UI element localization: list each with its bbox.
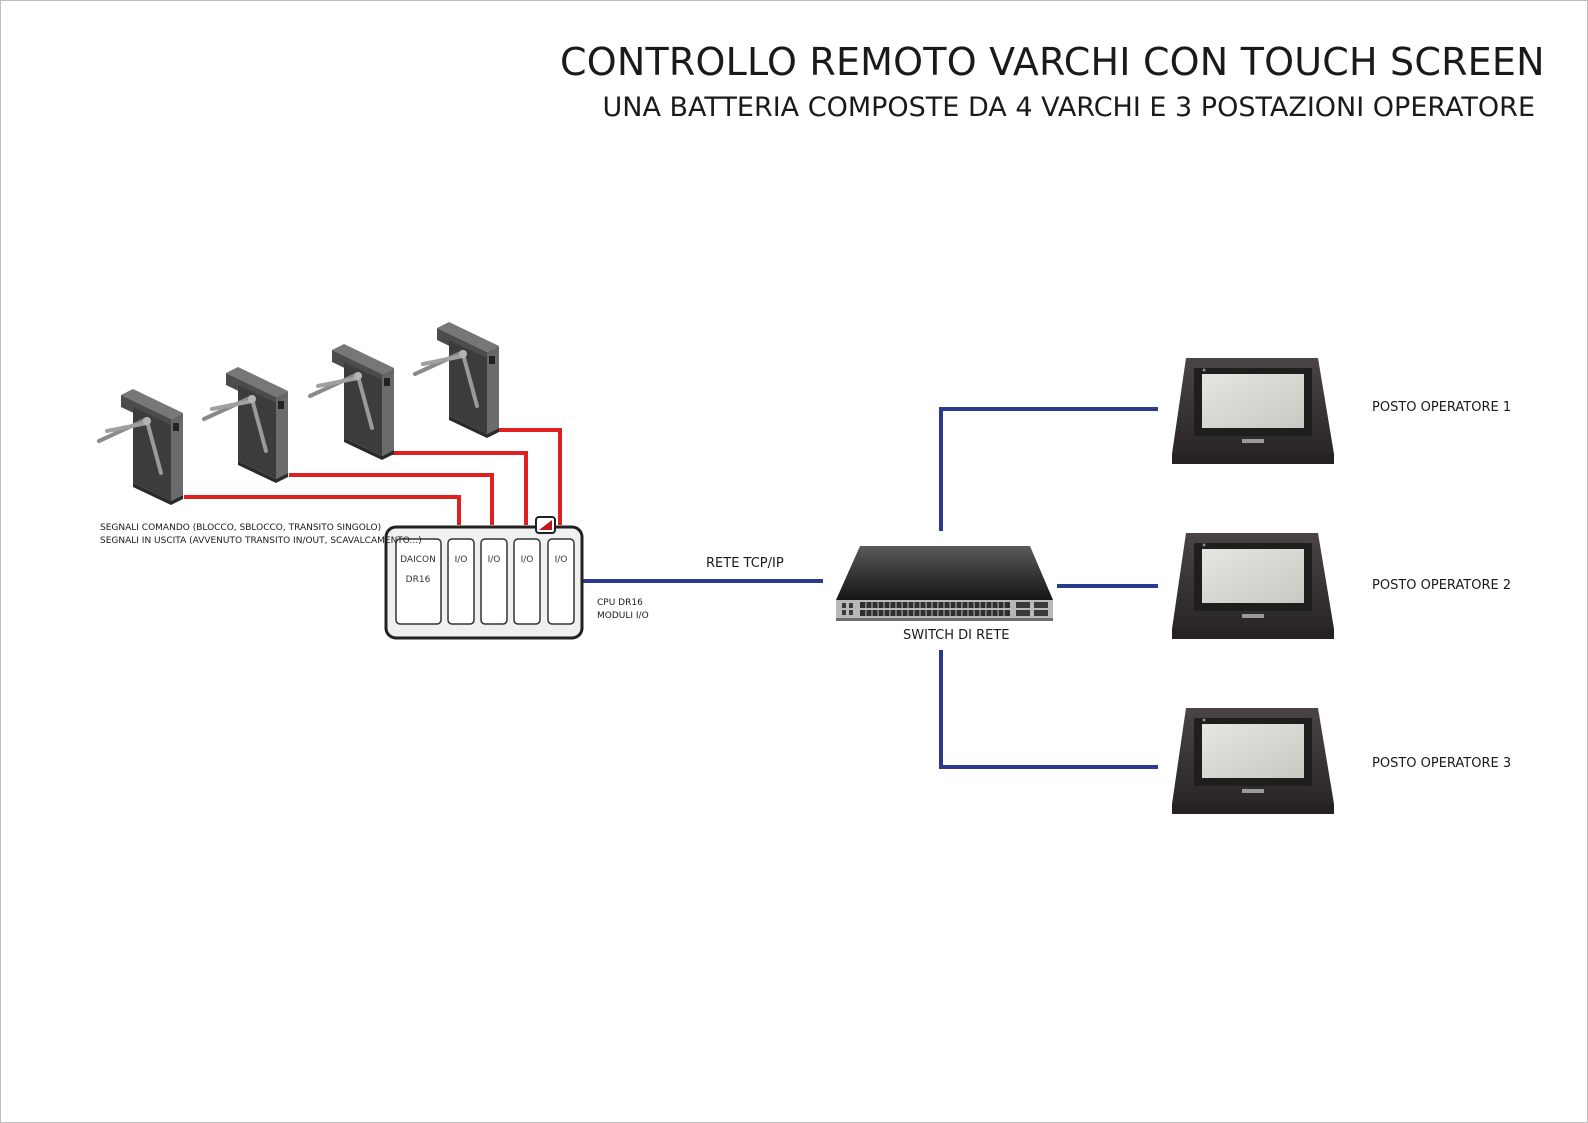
cpu-module [395, 538, 442, 625]
network-wires [582, 407, 1158, 769]
signals-caption-1: SEGNALI COMANDO (BLOCCO, SBLOCCO, TRANSI… [100, 523, 382, 533]
plc-caption-2: MODULI I/O [597, 611, 649, 621]
turnstile-4 [413, 320, 501, 440]
signals-caption-2: SEGNALI IN USCITA (AVVENUTO TRANSITO IN/… [100, 536, 422, 546]
signal-wires [184, 428, 562, 525]
plc-caption-1: CPU DR16 [597, 598, 643, 608]
turnstile-1 [97, 387, 185, 507]
diagram-subtitle: UNA BATTERIA COMPOSTE DA 4 VARCHI E 3 PO… [602, 92, 1535, 123]
io-module-3 [513, 538, 541, 625]
touch-panel-2 [1172, 533, 1334, 639]
io-module-2 [480, 538, 508, 625]
operator-label-3: POSTO OPERATORE 3 [1372, 756, 1512, 771]
plc-rack: DAICON DR16 I/O I/O I/O I/O [384, 516, 584, 640]
turnstile-3 [308, 342, 396, 462]
cpu-label-2: DR16 [406, 575, 431, 585]
io-label-3: I/O [521, 555, 534, 565]
turnstile-2 [202, 365, 290, 485]
io-label-1: I/O [455, 555, 468, 565]
io-label-2: I/O [488, 555, 501, 565]
io-module-4 [547, 538, 575, 625]
switch-label: SWITCH DI RETE [903, 628, 1010, 643]
network-label: RETE TCP/IP [706, 556, 784, 571]
io-label-4: I/O [555, 555, 568, 565]
touch-panel-3 [1172, 708, 1334, 814]
diagram-title: CONTROLLO REMOTO VARCHI CON TOUCH SCREEN [560, 40, 1545, 84]
cpu-label-1: DAICON [400, 555, 436, 565]
operator-label-2: POSTO OPERATORE 2 [1372, 578, 1512, 593]
touch-panel-1 [1172, 358, 1334, 464]
operator-label-1: POSTO OPERATORE 1 [1372, 400, 1512, 415]
network-switch [836, 546, 1053, 621]
io-module-1 [447, 538, 475, 625]
